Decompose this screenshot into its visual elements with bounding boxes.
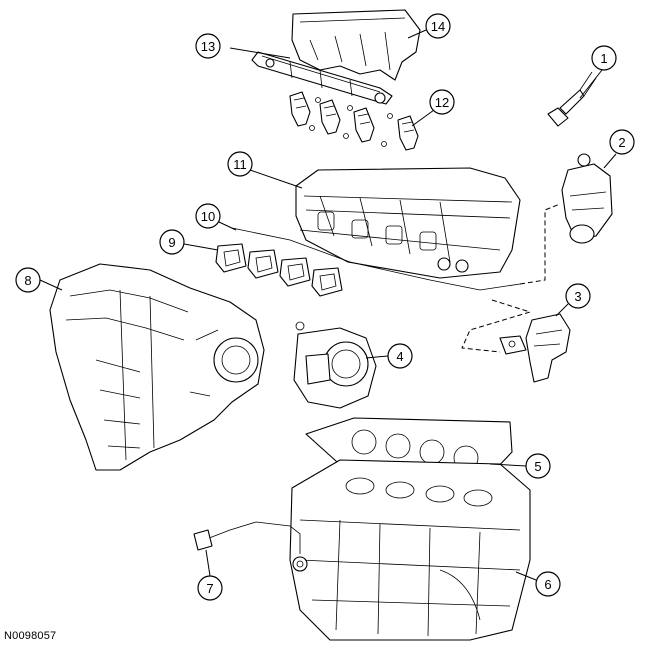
knock-sensor: [193, 521, 308, 572]
callout-label: 14: [431, 19, 445, 34]
gasket-dashed-routing: [231, 203, 561, 353]
throttle-body: [293, 321, 377, 409]
callout-4: 4: [387, 343, 413, 369]
figure-id: N0098057: [4, 630, 57, 642]
callout-2: 2: [609, 129, 635, 155]
callout-9: 9: [159, 229, 185, 255]
fuel-rail-cover: [291, 9, 421, 81]
callout-label: 12: [435, 95, 449, 110]
egr-valve: [499, 313, 571, 383]
callout-label: 1: [600, 51, 607, 66]
callout-label: 6: [544, 577, 551, 592]
cylinder-head: [295, 167, 521, 279]
cylinder-block: [289, 459, 531, 641]
callout-label: 10: [201, 209, 215, 224]
coolant-hose: [547, 71, 597, 127]
callout-label: 13: [201, 39, 215, 54]
callout-label: 9: [168, 235, 175, 250]
callout-6: 6: [535, 571, 561, 597]
callout-12: 12: [429, 89, 455, 115]
callout-label: 11: [233, 157, 247, 172]
callout-10: 10: [195, 203, 221, 229]
callout-label: 5: [534, 459, 541, 474]
callout-label: 8: [24, 273, 31, 288]
intake-gaskets: [215, 243, 343, 297]
intake-manifold: [49, 263, 265, 471]
callout-label: 3: [574, 289, 581, 304]
leader-lines: [39, 29, 617, 581]
callout-label: 7: [206, 581, 213, 596]
callout-5: 5: [525, 453, 551, 479]
callout-3: 3: [565, 283, 591, 309]
thermostat-housing: [561, 153, 613, 244]
callout-7: 7: [197, 575, 223, 601]
callout-14: 14: [425, 13, 451, 39]
callout-1: 1: [591, 45, 617, 71]
callout-label: 4: [396, 349, 403, 364]
fuel-injectors: [289, 91, 419, 151]
callout-8: 8: [15, 267, 41, 293]
callout-11: 11: [227, 151, 253, 177]
callout-13: 13: [195, 33, 221, 59]
fuel-rail: [251, 51, 393, 105]
callout-label: 2: [618, 135, 625, 150]
